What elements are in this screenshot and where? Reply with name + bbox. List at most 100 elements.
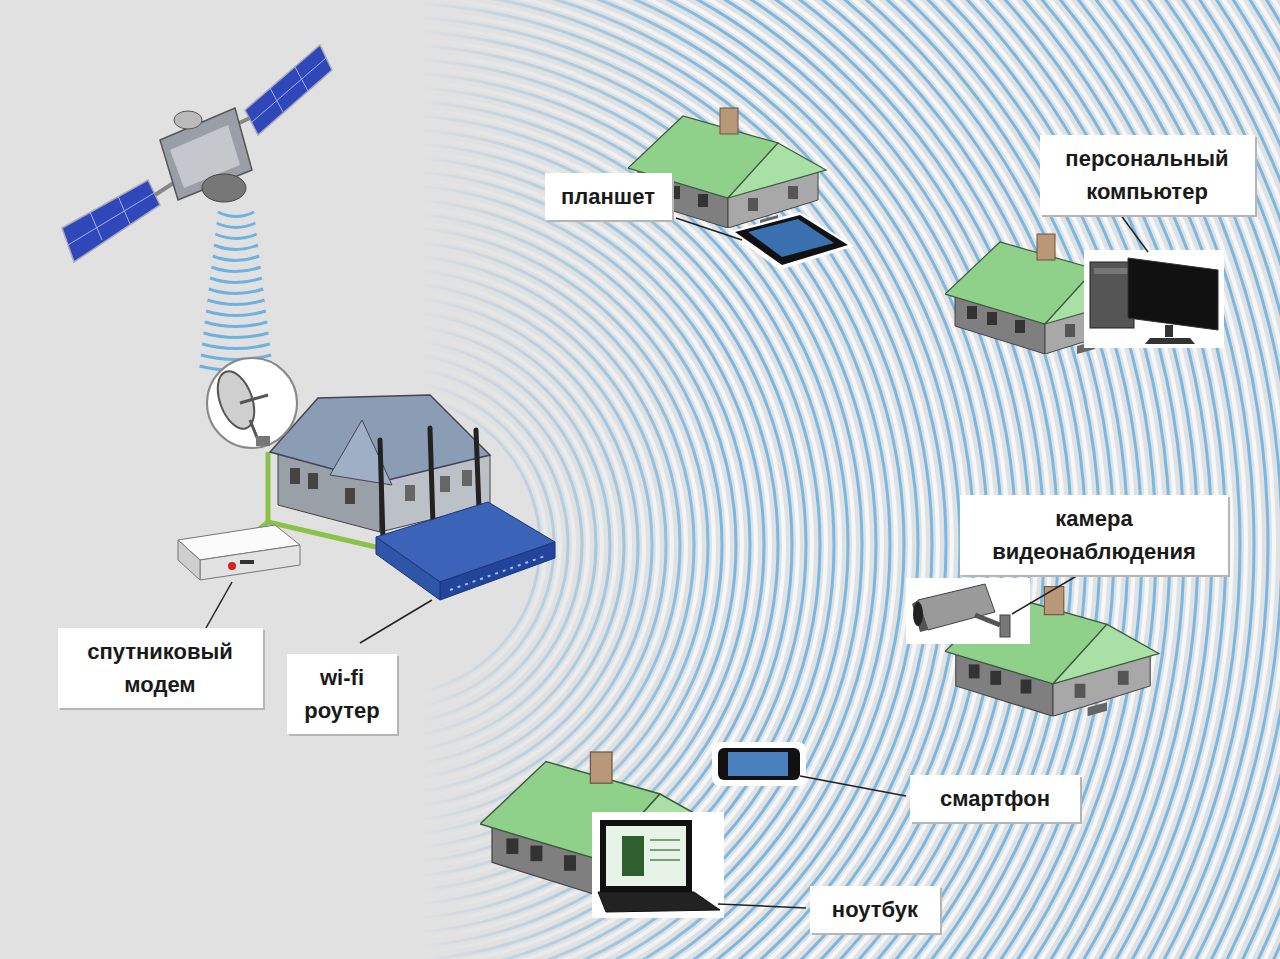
wifi-router [376,428,555,600]
wave-ring [0,0,1008,959]
smartphone [712,742,806,786]
wave-ring [0,0,938,959]
wave-ring [0,67,868,959]
wave-ring [0,0,1148,959]
wave-ring [0,0,1064,959]
wave-ring [10,165,770,925]
wave-ring [0,0,952,959]
label-text: персональный компьютер [1050,142,1245,208]
beam-arc [207,300,264,305]
wave-ring [0,17,918,959]
beam-arc [210,278,262,283]
wave-ring [16,171,764,919]
wave-ring [0,39,896,959]
wave-ring [108,263,672,827]
wave-ring [0,123,812,959]
wave-ring [0,3,932,959]
wave-ring [0,0,1092,959]
wave-ring [0,81,854,959]
wave-ring [0,143,792,947]
wave-ring [0,0,994,959]
wave-ring [0,0,1002,959]
wave-ring [0,53,882,959]
wave-ring [0,0,1022,959]
wave-ring [0,0,1120,959]
wave-ring [114,269,666,821]
wave-ring [100,255,680,835]
label-text: камера видеонаблюдения [970,502,1218,568]
wave-ring [0,0,1156,959]
wave-ring [150,305,630,785]
wave-ring [0,0,1114,959]
tablet [728,212,854,270]
wave-ring [142,297,638,793]
wave-ring [0,0,974,959]
wave-ring [0,0,1162,959]
laptop [592,812,724,918]
wave-ring [38,193,742,897]
label-box: спутниковый модем [58,628,263,708]
wave-ring [0,59,876,959]
satellite-beam [200,212,273,371]
wave-ring [58,213,722,877]
wave-ring [0,0,1100,959]
wave-ring [0,0,1030,959]
beam-arc [203,333,268,338]
wave-ring [0,0,1050,959]
beam-arc [202,344,270,349]
label-text: смартфон [920,782,1070,815]
wave-ring [128,283,652,807]
wave-ring [0,45,890,959]
wave-ring [0,0,1036,959]
wave-ring [0,0,1170,959]
beam-arc [217,223,256,228]
wave-ring [0,0,1190,959]
wave-ring [24,179,756,911]
wave-ring [0,11,924,959]
wave-ring [0,0,1142,959]
wave-ring [0,0,1016,959]
wave-ring [52,207,728,883]
wave-ring [0,0,1134,959]
label-box: wi-fi роутер [287,654,397,734]
label-text: спутниковый модем [68,635,253,701]
beam-arc [213,256,260,261]
beam-arc [206,311,266,316]
wave-ring [0,0,1254,959]
wave-ring [0,101,834,959]
wave-ring [0,0,1212,959]
wave-ring [0,151,784,939]
wave-ring [0,129,806,959]
beam-arc [218,212,254,217]
wave-ring [0,0,1044,959]
wave-ring [0,0,1058,959]
wave-ring [30,185,750,905]
cctv-camera [906,578,1030,644]
beam-arc [205,322,267,327]
wave-ring [0,87,848,959]
beam-arc [215,234,256,239]
wave-ring [66,221,714,869]
label-box: планшет [545,173,672,220]
wave-ring [0,0,1086,959]
wave-ring [0,31,904,959]
wave-ring [122,277,658,813]
wave-ring [0,115,820,959]
beam-arc [211,267,260,272]
